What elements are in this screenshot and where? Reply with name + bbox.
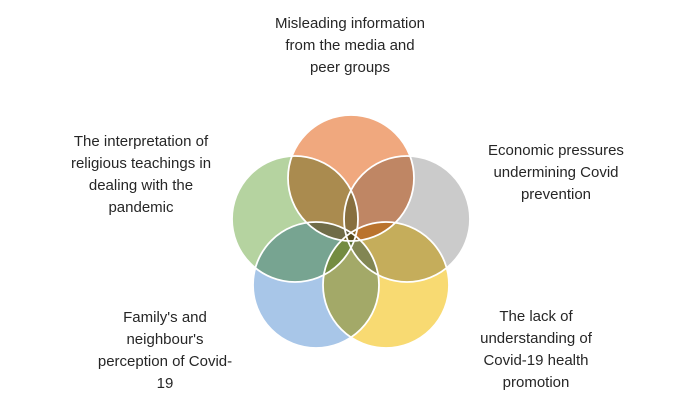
venn-outline-upper-left	[231, 155, 359, 283]
venn-outline-lower-right	[322, 221, 450, 349]
venn-label-misleading-media: Misleading information from the media an…	[274, 15, 426, 76]
venn-label-religious-teachings: The interpretation of religious teaching…	[70, 133, 212, 216]
venn-label-economic-pressures: Economic pressures undermining Covid pre…	[488, 142, 624, 203]
venn-circle-fills	[232, 115, 470, 348]
venn-label-lack-of-understanding: The lack of understanding of Covid-19 he…	[480, 308, 592, 391]
venn-outline-upper-right	[343, 155, 471, 283]
venn-outline-lower-left	[252, 221, 380, 349]
venn-outline-top	[287, 114, 415, 242]
venn-circle-outlines	[231, 114, 471, 349]
venn-label-family-perception: Family's and neighbour's perception of C…	[97, 309, 233, 392]
